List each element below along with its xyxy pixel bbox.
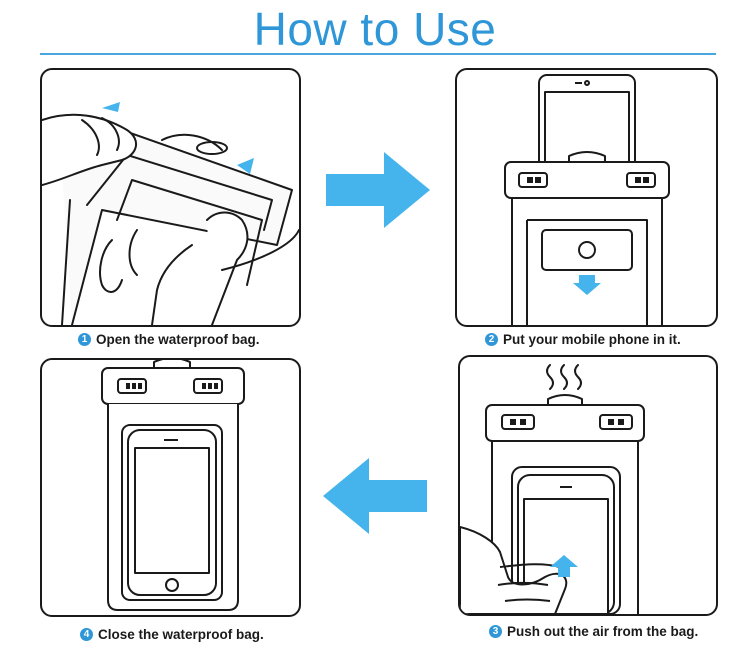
step-1-caption: 1 Open the waterproof bag. [78,332,260,347]
step-4-illustration [40,358,301,617]
arrow-down-icon [573,275,601,295]
step-3-illustration [458,355,718,616]
phone-into-bag-icon [504,74,670,325]
step-3-caption: 3 Push out the air from the bag. [489,624,698,639]
step-2-caption: 2 Put your mobile phone in it. [485,332,681,347]
arrow-left-icon [323,458,427,534]
arrow-right-icon [326,152,430,228]
step-2-illustration [455,68,718,327]
step-number-3: 3 [489,625,502,638]
step-number-1: 1 [78,333,91,346]
hands-opening-bag-icon [42,102,299,325]
step-3-text: Push out the air from the bag. [507,624,699,639]
step-1-text: Open the waterproof bag. [96,332,260,347]
step-number-4: 4 [80,628,93,641]
step-4-text: Close the waterproof bag. [98,627,264,642]
arrow-right-icon [237,158,254,174]
step-2-text: Put your mobile phone in it. [503,332,681,347]
push-air-out-icon [460,364,645,614]
air-waves-icon [546,364,582,390]
title-divider [40,53,716,55]
step-1-illustration [40,68,301,327]
page-title: How to Use [253,3,497,55]
step-number-2: 2 [485,333,498,346]
closed-bag-icon [101,360,245,611]
arrow-up-icon [550,555,578,577]
arrow-left-icon [102,102,120,112]
step-4-caption: 4 Close the waterproof bag. [80,627,264,642]
